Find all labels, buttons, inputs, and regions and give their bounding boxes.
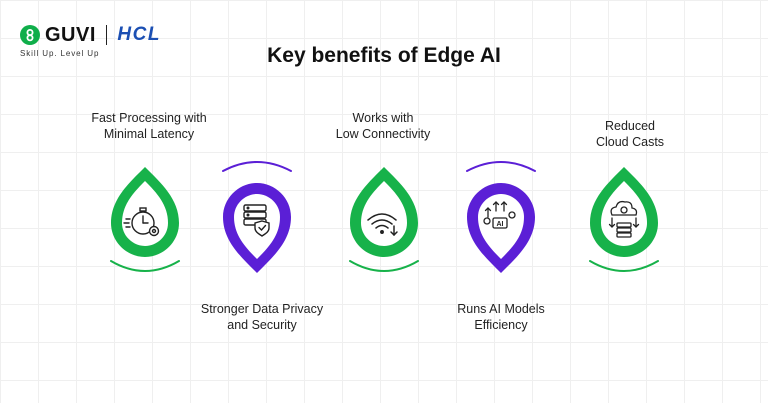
benefit-fast-processing bbox=[100, 165, 190, 275]
benefit-data-privacy bbox=[212, 161, 302, 275]
logo-divider bbox=[105, 25, 108, 45]
benefit-cloud-costs bbox=[579, 165, 669, 275]
svg-text:AI: AI bbox=[497, 221, 504, 228]
guvi-wordmark: GUVI bbox=[45, 23, 96, 46]
tagline: Skill Up. Level Up bbox=[20, 49, 100, 58]
logo: GUVI HCL bbox=[20, 22, 161, 48]
database-shield-icon bbox=[243, 204, 270, 237]
wifi-download-icon bbox=[367, 213, 398, 237]
ai-chip-gears-icon: AI bbox=[483, 201, 516, 229]
cloud-server-icon bbox=[608, 200, 640, 238]
benefit-low-connectivity bbox=[339, 165, 429, 275]
hcl-wordmark: HCL bbox=[117, 24, 161, 45]
benefit-ai-models: AI bbox=[456, 161, 546, 275]
stopwatch-gear-icon bbox=[123, 207, 160, 237]
guvi-logo-icon bbox=[20, 25, 40, 45]
page-title: Key benefits of Edge AI bbox=[267, 44, 501, 67]
